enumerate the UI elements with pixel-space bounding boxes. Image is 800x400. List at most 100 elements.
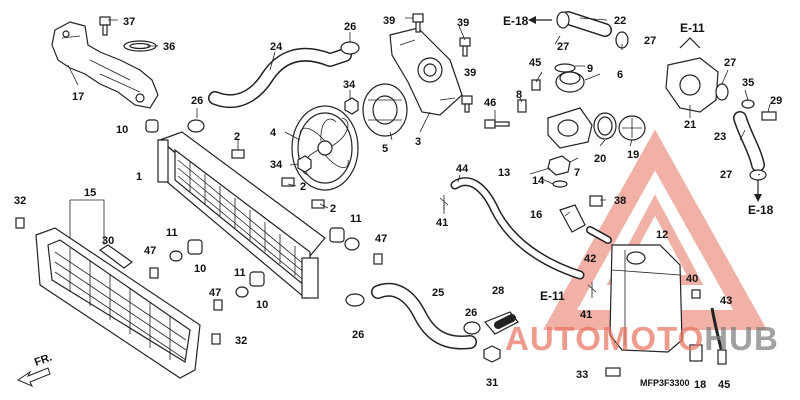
callout-17-c17: 17 xyxy=(72,91,84,103)
watermark-part-primary: AUTOMOTO xyxy=(505,320,704,357)
callout-11-c11b: 11 xyxy=(350,213,362,225)
callout-23-c23: 23 xyxy=(714,131,726,143)
clamp-26-mid xyxy=(345,293,365,307)
callout-33-c33: 33 xyxy=(576,369,588,381)
callout-25-c25: 25 xyxy=(432,287,444,299)
callout-2-c2a: 2 xyxy=(234,131,240,143)
callout-5-c5: 5 xyxy=(382,143,388,155)
watermark-brand: AUTOMOTOHUB xyxy=(505,320,779,357)
callout-1-c1: 1 xyxy=(136,171,142,183)
joint-28 xyxy=(484,311,519,335)
callout-11-c11c: 11 xyxy=(234,267,246,279)
callout-47-c47b: 47 xyxy=(375,233,387,245)
overflow-hose-44 xyxy=(450,177,585,280)
callout-32-c32b: 32 xyxy=(235,335,247,347)
grommet-10-b xyxy=(249,271,265,287)
hose-23 xyxy=(733,111,765,172)
bolt-33 xyxy=(605,367,621,377)
clip-2-c xyxy=(311,199,325,209)
callout-38-c38: 38 xyxy=(614,195,626,207)
strip-30 xyxy=(98,244,134,269)
bolt-46 xyxy=(484,119,510,129)
callout-27-c27b: 27 xyxy=(644,35,656,47)
drawing-code: MFP3F3300 xyxy=(640,378,690,388)
filler-16 xyxy=(559,204,586,233)
callout-24-c24: 24 xyxy=(270,41,283,53)
clip-2-a xyxy=(231,149,245,159)
callout-31-c31: 31 xyxy=(486,377,498,389)
callout-34-c34a: 34 xyxy=(343,79,356,91)
watermark-part-secondary: HUB xyxy=(704,320,779,357)
callout-13-c13: 13 xyxy=(498,167,510,179)
callout-21-c21: 21 xyxy=(684,119,696,131)
collar-11-a xyxy=(169,250,183,262)
lower-hose-25 xyxy=(371,282,477,350)
callout-30-c30: 30 xyxy=(102,235,114,247)
callout-41-c41b: 41 xyxy=(580,309,592,321)
hose-42 xyxy=(586,226,612,244)
filler-neck-7 xyxy=(547,107,593,149)
callout-32-c32a: 32 xyxy=(14,195,26,207)
radiator-cap xyxy=(555,71,585,93)
watermark-text: AUTOMOTOHUB xyxy=(505,320,779,357)
callout-42-c42: 42 xyxy=(584,253,596,265)
fan-motor xyxy=(362,83,408,137)
callout-27-c27d: 27 xyxy=(720,169,732,181)
callout-10-c10c: 10 xyxy=(256,299,268,311)
clamp-26-top xyxy=(340,41,360,55)
radiator-bracket xyxy=(51,21,159,109)
callout-22-c22: 22 xyxy=(614,15,626,27)
bolt-47-c xyxy=(373,253,383,265)
callout-44-c44: 44 xyxy=(456,163,469,175)
radiator-grille xyxy=(35,227,201,379)
grommet-10-top xyxy=(145,119,159,133)
callout-39-c39c: 39 xyxy=(464,67,476,79)
callout-27-c27a: 27 xyxy=(557,41,569,53)
callout-35-c35: 35 xyxy=(742,77,754,89)
callout-9-c9: 9 xyxy=(587,63,593,75)
hose-22 xyxy=(561,11,612,37)
clamp-26-left xyxy=(187,119,205,133)
callout-20-c20: 20 xyxy=(594,153,606,165)
reservoir-tank xyxy=(609,244,683,353)
washer-14 xyxy=(552,180,568,188)
clamp-27-a xyxy=(556,11,570,29)
washer-35 xyxy=(741,99,755,109)
callout-14-c14: 14 xyxy=(532,175,545,187)
callout-10-c10a: 10 xyxy=(116,124,128,136)
clip-41-b xyxy=(587,282,597,298)
bolt-31 xyxy=(483,345,501,363)
callout-36-c36: 36 xyxy=(163,41,175,53)
callout-37-c37: 37 xyxy=(123,16,135,28)
callout-26-c26b: 26 xyxy=(191,95,203,107)
arrow-e18-right xyxy=(754,180,762,202)
callout-15-c15: 15 xyxy=(84,187,96,199)
callout-45-c45a: 45 xyxy=(529,57,541,69)
callout-29-c29: 29 xyxy=(770,95,782,107)
clamp-27-c xyxy=(715,83,729,101)
collar-11-b xyxy=(235,286,249,298)
callout-45-c45b: 45 xyxy=(718,379,730,391)
callout-39-c39a: 39 xyxy=(383,15,395,27)
callout-39-c39b: 39 xyxy=(457,17,469,29)
cap-gasket-9 xyxy=(554,63,576,73)
radiator-core xyxy=(157,131,326,300)
callout-11-c11a: 11 xyxy=(166,227,178,239)
bolt-32-a xyxy=(15,217,25,229)
clip-2-b xyxy=(281,177,295,187)
fan-shroud xyxy=(389,27,463,116)
callout-46-c46: 46 xyxy=(484,97,496,109)
bolt-32-b xyxy=(211,333,221,345)
arrow-front xyxy=(16,367,51,387)
callout-26-c26d: 26 xyxy=(465,307,477,319)
bolt-39-b xyxy=(459,37,471,57)
callout-12-c12: 12 xyxy=(656,229,668,241)
grommet-10-c xyxy=(329,227,345,243)
thermostat-19 xyxy=(618,115,646,141)
bolt-39-c xyxy=(461,95,473,113)
sensor-29 xyxy=(761,111,777,121)
cooling-fan xyxy=(291,105,359,191)
thermostat-housing-21 xyxy=(665,57,719,113)
